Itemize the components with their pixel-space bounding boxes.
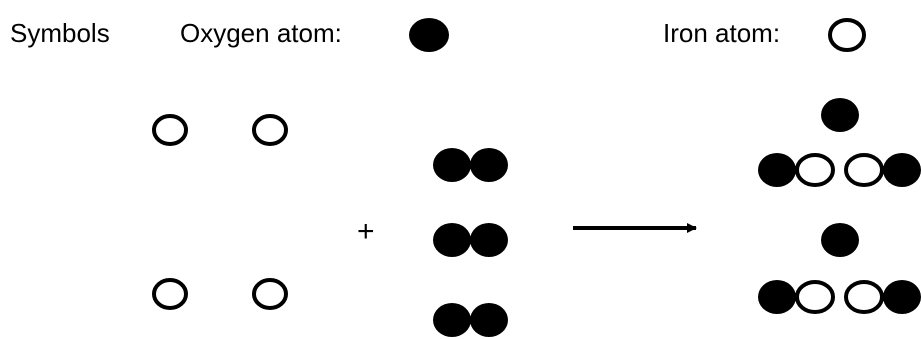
plus-sign: + bbox=[357, 215, 375, 248]
oxygen-atom bbox=[470, 303, 508, 337]
oxygen-atom bbox=[821, 223, 859, 257]
iron-atom bbox=[252, 278, 288, 310]
oxygen-atom bbox=[470, 148, 508, 182]
iron-atom bbox=[795, 280, 835, 314]
oxygen-atom bbox=[470, 223, 508, 257]
oxygen-molecule bbox=[433, 148, 508, 182]
oxygen-atom bbox=[433, 223, 471, 257]
oxygen-atom bbox=[883, 280, 921, 314]
product-molecule bbox=[758, 98, 921, 187]
iron-atom bbox=[152, 278, 188, 310]
iron-legend-symbol bbox=[828, 18, 866, 52]
iron-atom bbox=[795, 153, 835, 187]
product-molecule bbox=[758, 223, 921, 314]
oxygen-atom bbox=[758, 153, 796, 187]
oxygen-legend-symbol bbox=[409, 18, 449, 52]
iron-legend-label: Iron atom: bbox=[663, 18, 781, 48]
oxygen-atom bbox=[821, 98, 859, 132]
legend-heading: Symbols bbox=[10, 18, 110, 48]
iron-atom bbox=[844, 280, 884, 314]
reactant-iron-atoms bbox=[152, 114, 288, 310]
oxygen-atom bbox=[883, 153, 921, 187]
iron-atom bbox=[152, 114, 188, 146]
oxygen-atom bbox=[433, 148, 471, 182]
oxygen-atom bbox=[433, 303, 471, 337]
iron-atom bbox=[844, 153, 884, 187]
oxygen-legend-label: Oxygen atom: bbox=[180, 18, 342, 48]
iron-atom bbox=[252, 114, 288, 146]
oxygen-molecule bbox=[433, 303, 508, 337]
oxygen-molecule bbox=[433, 223, 508, 257]
oxygen-atom bbox=[758, 280, 796, 314]
